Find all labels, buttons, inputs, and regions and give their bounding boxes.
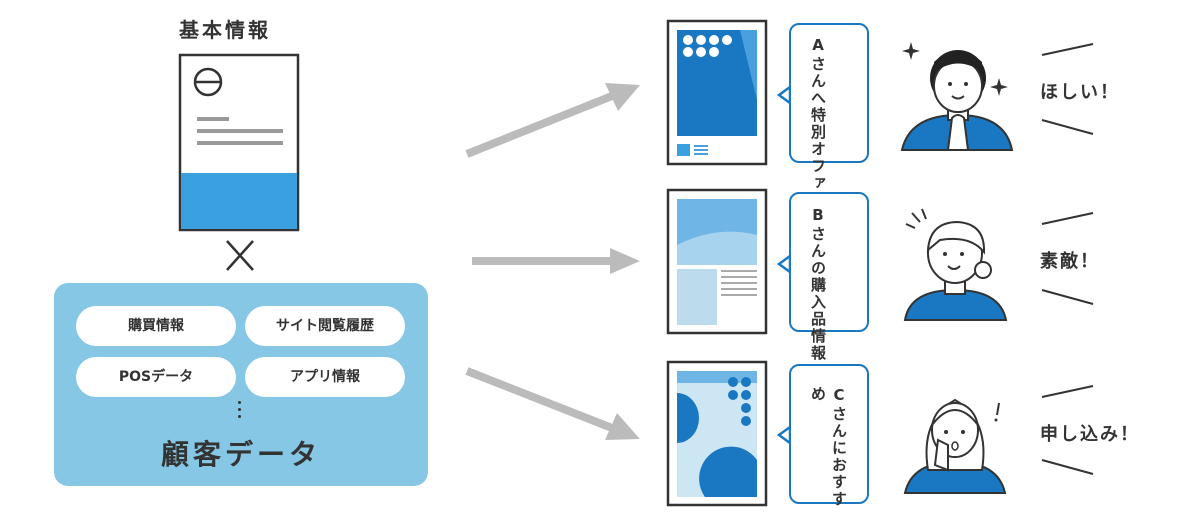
woman-icon-b — [903, 208, 1008, 321]
arrow-to-a — [465, 83, 640, 158]
bubble-a-line1: Aさんへ — [809, 36, 827, 107]
reaction-c: 申し込み！ — [1040, 424, 1140, 445]
data-item-pos: POSデータ — [76, 357, 236, 397]
customer-data-title: 顧客データ — [160, 438, 321, 471]
basic-info-title: 基本情報 — [179, 18, 271, 42]
bubble-b-line2: 購入品情報 — [809, 277, 827, 362]
bubble-b-text: Bさんの購入品情報 — [808, 206, 829, 362]
bubble-b — [789, 192, 869, 332]
bubble-c — [789, 364, 869, 504]
multiply-icon — [226, 240, 254, 271]
customer-data-panel: 購買情報 サイト閲覧履歴 POSデータ アプリ情報 顧客データ — [54, 283, 428, 486]
reaction-lines — [1041, 43, 1094, 475]
data-item-app: アプリ情報 — [245, 357, 405, 397]
arrow-to-b — [472, 248, 640, 274]
data-item-purchase: 購買情報 — [76, 306, 236, 346]
bubble-a-text: Aさんへ特別オファー — [808, 36, 829, 209]
ellipsis-icon — [237, 401, 243, 422]
reaction-a: ほしい！ — [1040, 82, 1120, 103]
bubble-c-text: Cさんにおすすめ — [808, 386, 850, 516]
bubble-c-line1: Cさんに — [830, 386, 848, 457]
arrow-to-c — [465, 367, 640, 440]
flyer-icon-b — [666, 188, 768, 335]
flyer-icon-a — [666, 19, 768, 166]
reaction-b: 素敵！ — [1040, 251, 1100, 272]
bubble-a — [789, 23, 869, 163]
woman-icon-c — [903, 398, 1007, 494]
flyer-icon-c — [666, 360, 768, 507]
data-item-site-history: サイト閲覧履歴 — [245, 306, 405, 346]
bubble-a-line2: 特別オファー — [809, 107, 827, 209]
woman-icon-a — [900, 50, 1014, 151]
bubble-b-line1: Bさんの — [809, 206, 827, 277]
sparkle-icon — [902, 42, 1008, 96]
document-icon — [178, 53, 300, 232]
bubble-c-line2: おすすめ — [809, 386, 848, 508]
